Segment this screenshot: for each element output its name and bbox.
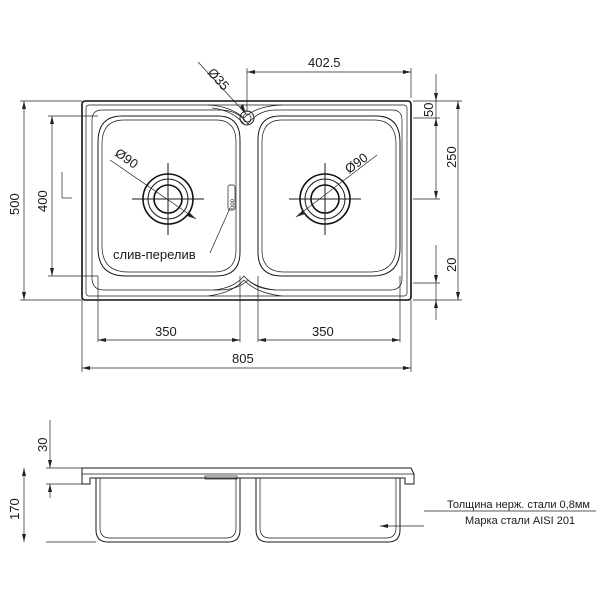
left-bowl-inner [101,119,237,273]
dim-805: 805 [232,351,254,366]
left-bowl [97,115,241,277]
overflow-label: слив-перелив [113,247,196,262]
right-drain [289,163,361,235]
material-notes: Толщина нерж. стали 0,8мм Марка стали AI… [380,499,596,528]
dim-30: 30 [35,438,50,452]
divider-top [207,104,283,119]
dim-402-5: 402.5 [308,55,341,70]
tap-hole-inner [242,113,252,123]
overflow-mark: ooo [230,198,236,209]
dim-20: 20 [444,258,459,272]
dim-hole-35: Ø35 [205,65,233,93]
deck-recess [91,109,403,291]
dim-bowl-right: 350 [312,324,334,339]
top-view: ooo [81,100,412,301]
top-view-dimensions: 402.5 Ø35 50 250 20 500 [7,55,462,372]
sink-outer-rim [81,100,412,301]
side-view-dimensions: 30 170 [7,420,96,543]
dim-drain-right: Ø90 [342,150,371,177]
left-drain [132,163,204,235]
dim-500: 500 [7,193,22,215]
dim-250: 250 [444,146,459,168]
side-right-bowl [255,478,401,543]
dim-400: 400 [35,190,50,212]
divider-top-2 [211,107,245,125]
note-thickness: Толщина нерж. стали 0,8мм [447,499,590,511]
divider-bottom-2 [213,275,277,291]
dim-bowl-left: 350 [155,324,177,339]
side-rim [81,467,415,485]
right-bowl [257,115,401,277]
note-steel-grade: Марка стали AISI 201 [465,515,575,527]
dim-drain-left: Ø90 [112,145,141,171]
side-view [81,467,415,543]
right-bowl-inner [261,119,397,273]
sink-inner-rim [85,104,408,297]
dim-50: 50 [421,103,436,117]
dim-170: 170 [7,498,22,520]
side-overflow-slot [204,475,238,480]
overflow-slot [227,184,236,211]
divider-bottom [207,279,283,297]
side-left-bowl [95,478,241,543]
